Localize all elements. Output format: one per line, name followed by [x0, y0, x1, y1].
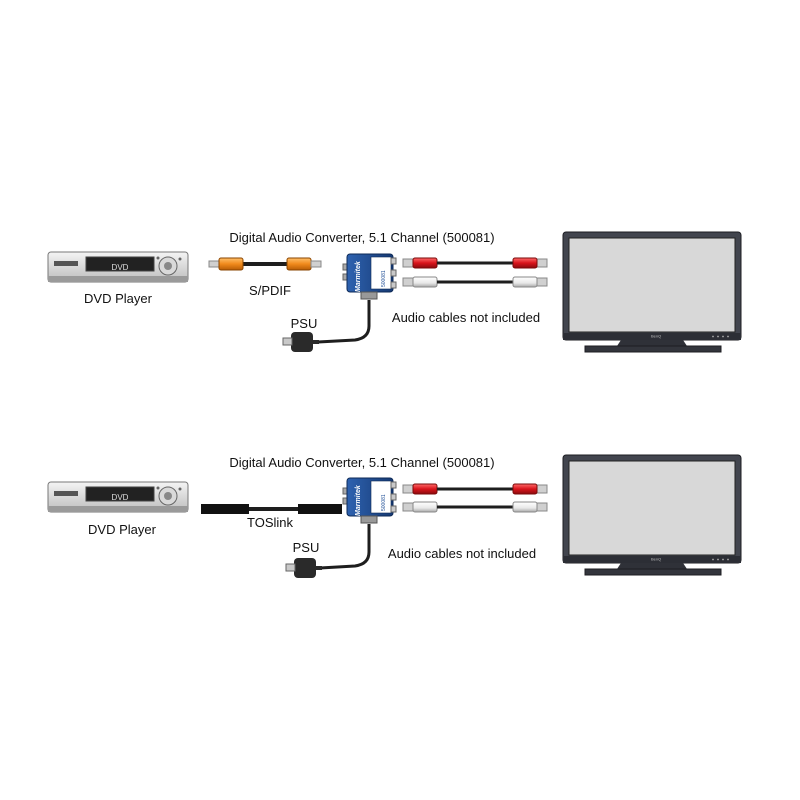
audio-cables-note: Audio cables not included	[388, 546, 536, 561]
dvd-player: DVD	[47, 481, 189, 513]
psu-adapter	[285, 557, 323, 579]
device-model: 500081	[381, 270, 387, 287]
tv-brand: BenQ	[651, 334, 661, 339]
diagram-top: Digital Audio Converter, 5.1 Channel (50…	[47, 230, 742, 353]
dvd-player-label: DVD Player	[88, 522, 157, 537]
psu-label: PSU	[293, 540, 320, 555]
audio-cable-white	[402, 501, 548, 513]
dvd-display-text: DVD	[112, 263, 129, 272]
audio-cable-white	[402, 276, 548, 288]
psu-cable	[317, 300, 371, 344]
dvd-display-text: DVD	[112, 493, 129, 502]
audio-converter-device: Marmitek 500081	[342, 253, 397, 300]
audio-converter-device: Marmitek 500081	[342, 477, 397, 524]
converter-title: Digital Audio Converter, 5.1 Channel (50…	[229, 230, 494, 245]
diagram-bottom: Digital Audio Converter, 5.1 Channel (50…	[47, 454, 742, 579]
dvd-player-label: DVD Player	[84, 291, 153, 306]
spdif-cable	[208, 257, 322, 271]
cable-label: TOSlink	[247, 515, 293, 530]
device-brand: Marmitek	[355, 260, 362, 292]
converter-title: Digital Audio Converter, 5.1 Channel (50…	[229, 455, 494, 470]
device-brand: Marmitek	[355, 484, 362, 516]
cable-label: S/PDIF	[249, 283, 291, 298]
dvd-player: DVD	[47, 251, 189, 283]
tv: BenQ	[562, 454, 742, 576]
psu-cable	[319, 524, 371, 570]
psu-label: PSU	[291, 316, 318, 331]
toslink-cable	[201, 504, 342, 514]
tv: BenQ	[562, 231, 742, 353]
psu-adapter	[282, 331, 320, 353]
device-model: 500081	[381, 494, 387, 511]
audio-cable-red	[402, 483, 548, 495]
tv-brand: BenQ	[651, 557, 661, 562]
audio-cable-red	[402, 257, 548, 269]
audio-cables-note: Audio cables not included	[392, 310, 540, 325]
